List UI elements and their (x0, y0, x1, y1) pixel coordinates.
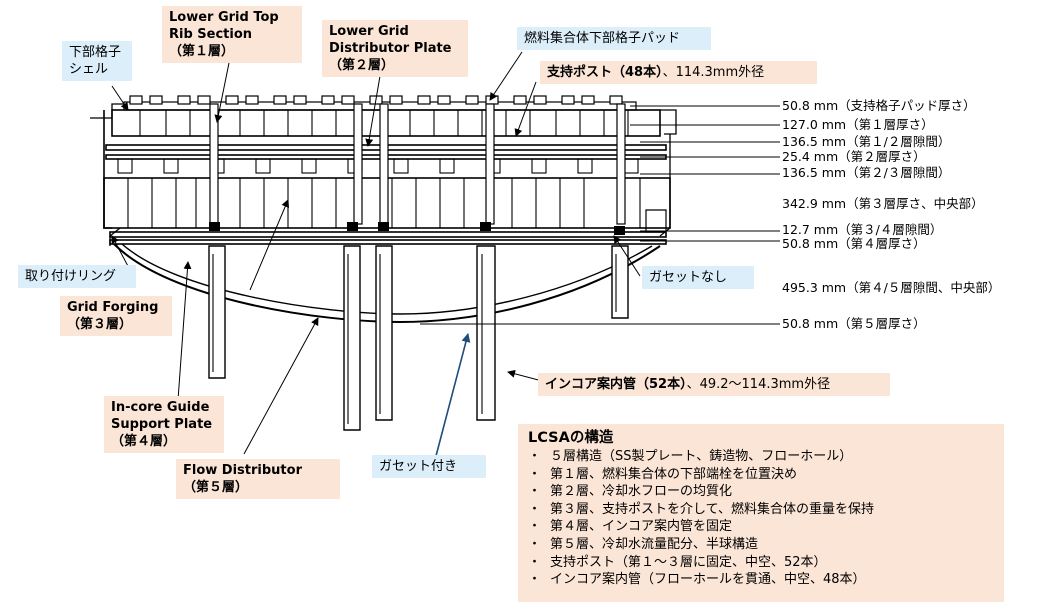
dimension-layer2-thickness: 25.4 mm（第２層厚さ） (782, 149, 926, 164)
list-item: 支持ポスト（第１～３層に固定、中空、52本） (528, 554, 994, 572)
lower-shell-label: 下部格子シェル (62, 41, 132, 81)
dimension-layer34-gap: 12.7 mm（第３/４層隙間） (782, 222, 943, 237)
grid-forging-label: Grid Forging（第３層） (60, 296, 172, 336)
list-item: 第３層、支持ポストを介して、燃料集合体の重量を保持 (528, 501, 994, 519)
list-item: ５層構造（SS製プレート、鋳造物、フローホール） (528, 448, 994, 466)
dimension-layer23-gap: 136.5 mm（第２/３層隙間） (782, 165, 951, 180)
dimension-layer4-thickness: 50.8 mm（第４層厚さ） (782, 236, 926, 251)
list-item: 第５層、冷却水流量配分、半球構造 (528, 536, 994, 554)
list-item: 第１層、燃料集合体の下部端栓を位置決め (528, 466, 994, 484)
lcsa-title: LCSAの構造 (528, 430, 614, 446)
support-post-label: 支持ポスト（48本）、114.3mm外径 (540, 61, 817, 84)
list-item: 第２層、冷却水フローの均質化 (528, 483, 994, 501)
lcsa-structure-list: ５層構造（SS製プレート、鋳造物、フローホール） 第１層、燃料集合体の下部端栓を… (528, 448, 994, 589)
list-item: インコア案内管（フローホールを貫通、中空、48本） (528, 571, 994, 589)
leader-lines (111, 51, 641, 455)
dimension-lines (420, 105, 780, 325)
lcsa-summary-box: LCSAの構造 ５層構造（SS製プレート、鋳造物、フローホール） 第１層、燃料集… (518, 424, 1004, 602)
gusset-label: ガセット付き (372, 455, 486, 478)
dimension-layer5-thickness: 50.8 mm（第５層厚さ） (782, 316, 926, 331)
gusset-arrow (435, 333, 471, 457)
assembly-body (90, 95, 677, 431)
dimension-pad-thickness: 50.8 mm（支持格子パッド厚さ） (782, 98, 976, 113)
fuel-pad-label: 燃料集合体下部格子パッド (517, 27, 711, 50)
no-gusset-label: ガセットなし (642, 266, 754, 289)
mounting-ring-label: 取り付けリング (18, 265, 136, 288)
list-item: 第４層、インコア案内管を固定 (528, 518, 994, 536)
dimension-layer3-thickness: 342.9 mm（第３層厚さ、中央部） (782, 196, 984, 211)
dimension-layer1-thickness: 127.0 mm（第１層厚さ） (782, 117, 934, 132)
flow-distributor-label: Flow Distributor（第５層） (176, 459, 340, 499)
incore-guide-tube-label: インコア案内管（52本）、49.2～114.3mm外径 (538, 373, 890, 396)
dimension-layer45-gap: 495.3 mm（第４/５層隙間、中央部） (782, 280, 1001, 295)
dimension-layer12-gap: 136.5 mm（第１/２層隙間） (782, 134, 951, 149)
